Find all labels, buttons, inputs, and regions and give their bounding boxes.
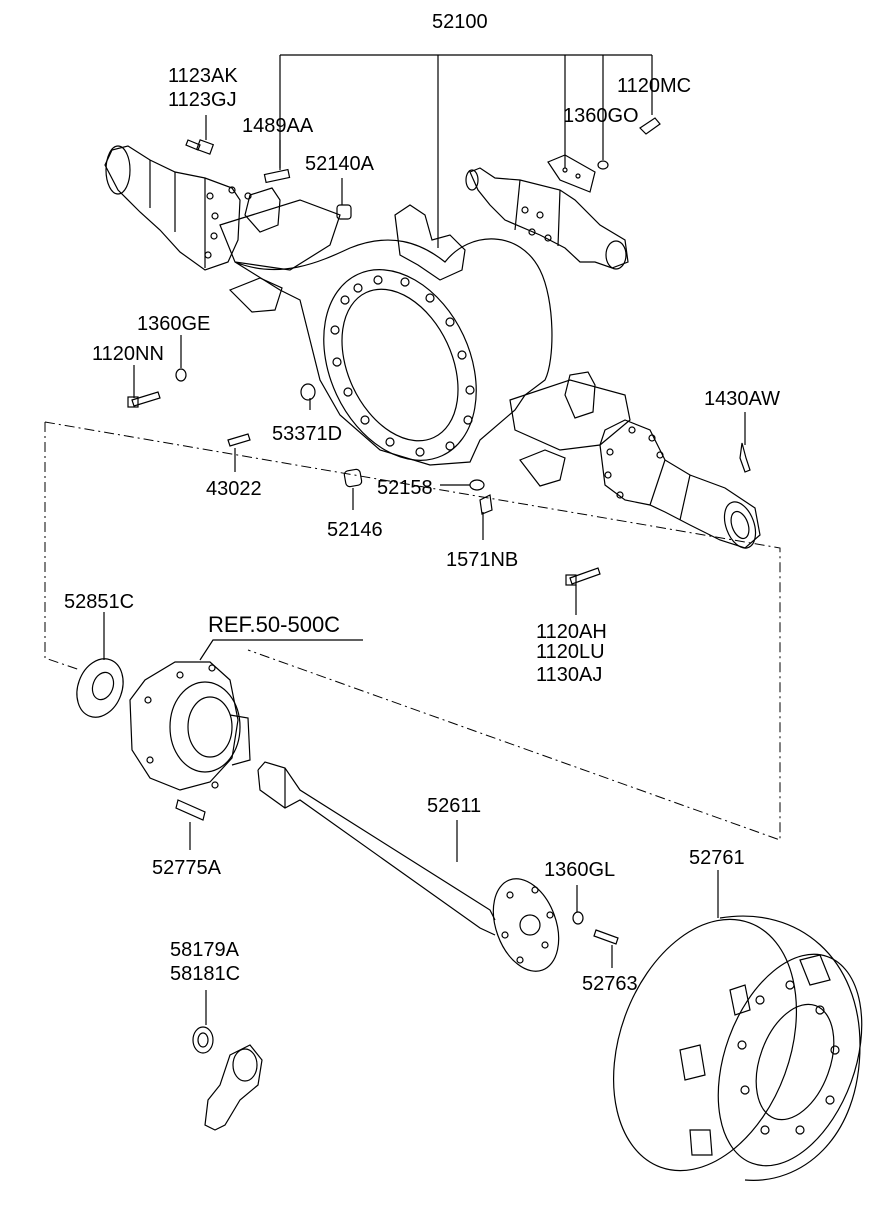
label-53371D: 53371D [272, 423, 342, 445]
label-1123AK: 1123AK [168, 65, 238, 87]
label-52100: 52100 [432, 11, 488, 33]
label-52775A: 52775A [152, 857, 222, 879]
label-1571NB: 1571NB [446, 549, 518, 571]
label-1130AJ: 1130AJ [536, 664, 602, 686]
label-1123GJ: 1123GJ [168, 89, 237, 111]
axle-shaft [257, 761, 560, 972]
label-52140A: 52140A [305, 153, 375, 175]
label-58179A: 58179A [170, 939, 240, 961]
label-1120MC: 1120MC [617, 75, 691, 97]
label-1360GL: 1360GL [544, 859, 615, 881]
bolt-52763 [593, 929, 619, 945]
label-52611: 52611 [427, 795, 481, 817]
brake-drum [612, 915, 863, 1181]
label-58181C: 58181C [170, 963, 240, 985]
ring-bolt-holes [330, 275, 475, 457]
label-1360GE: 1360GE [137, 313, 210, 335]
slack-adjuster [192, 1026, 263, 1131]
label-1360GO: 1360GO [563, 105, 639, 127]
leader-lines [103, 54, 746, 1025]
label-1120LU: 1120LU [536, 641, 605, 663]
small-fasteners [127, 117, 751, 586]
label-43022: 43022 [206, 478, 262, 500]
assembly-outline [44, 421, 781, 841]
label-52761: 52761 [689, 847, 745, 869]
label-1489AA: 1489AA [242, 115, 314, 137]
label-52763: 52763 [582, 973, 638, 995]
gasket-plate [547, 154, 596, 193]
label-1120NN: 1120NN [92, 343, 164, 365]
axle-end-bracket [465, 167, 629, 270]
washer-1360GL [572, 911, 584, 925]
hub-assembly [76, 658, 251, 821]
label-1120AH: 1120AH [536, 621, 607, 643]
label-1430AW: 1430AW [704, 388, 780, 410]
label-52851C: 52851C [64, 591, 134, 613]
label-ref-50-500C: REF.50-500C [208, 612, 340, 637]
axle-housing [104, 145, 761, 549]
label-52146: 52146 [327, 519, 383, 541]
label-52158: 52158 [377, 477, 433, 499]
